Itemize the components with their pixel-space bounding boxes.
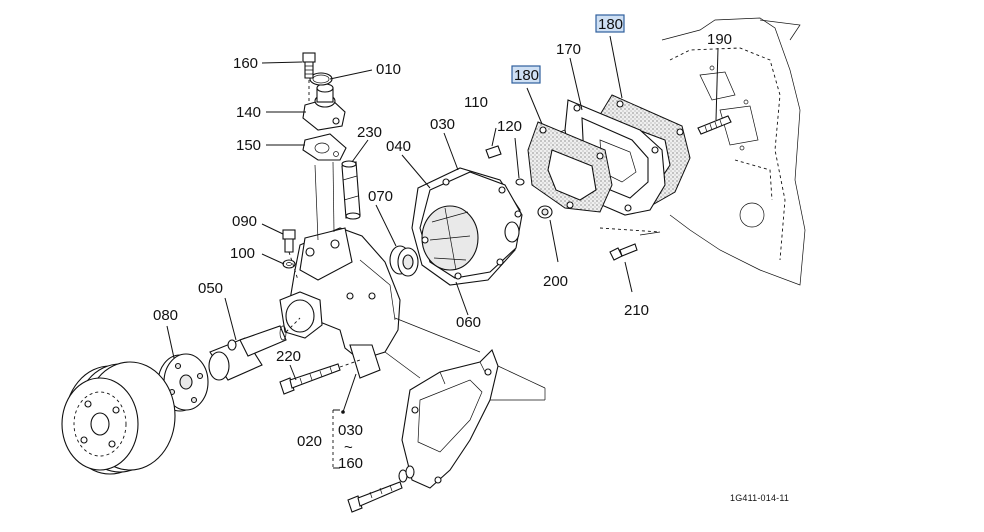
callout-210: 210 <box>624 302 649 319</box>
callout-090: 090 <box>232 213 257 230</box>
callout-170: 170 <box>556 41 581 58</box>
callout-030-range: 030 <box>338 422 363 439</box>
callout-010: 010 <box>376 61 401 78</box>
impeller-040 <box>419 171 523 280</box>
callout-070: 070 <box>368 188 393 205</box>
thermostat-cover-140 <box>302 83 346 131</box>
range-tilde: ~ <box>344 439 353 456</box>
callout-150: 150 <box>236 137 261 154</box>
callout-160-range: 160 <box>338 455 363 472</box>
bolt-160 <box>302 52 316 79</box>
callout-180-top-highlight <box>595 14 625 33</box>
bracket <box>401 349 499 489</box>
engine-block <box>661 17 806 286</box>
callout-190: 190 <box>707 31 732 48</box>
callout-180-left-highlight <box>511 65 541 84</box>
callout-030: 030 <box>430 116 455 133</box>
callout-050: 050 <box>198 280 223 297</box>
gasket-150 <box>302 133 347 161</box>
bolt-120 <box>514 137 525 186</box>
bolt-090 <box>282 229 296 253</box>
callout-220: 220 <box>276 348 301 365</box>
bolt-220 <box>279 363 341 395</box>
callout-080: 080 <box>153 307 178 324</box>
stud-190 <box>697 47 732 135</box>
leader-lines <box>166 35 623 381</box>
gasket-180-front <box>527 121 613 213</box>
callout-180-top: 180 <box>598 16 623 33</box>
callout-200: 200 <box>543 273 568 290</box>
water-pump-housing <box>279 227 401 379</box>
pipe-230 <box>341 160 361 220</box>
bolt-110 <box>485 127 502 159</box>
callout-020: 020 <box>297 433 322 450</box>
seal-070 <box>389 245 419 277</box>
callout-040: 040 <box>386 138 411 155</box>
callout-160: 160 <box>233 55 258 72</box>
drawing-reference: 1G411-014-11 <box>730 493 789 503</box>
callout-120: 120 <box>497 118 522 135</box>
bolt-210 <box>609 243 638 261</box>
shaft-bearing-050 <box>208 325 287 381</box>
callout-230: 230 <box>357 124 382 141</box>
callout-100: 100 <box>230 245 255 262</box>
range-bracket <box>332 373 357 469</box>
bracket-bolt <box>347 465 415 513</box>
callout-110: 110 <box>464 94 488 111</box>
callout-180-left: 180 <box>514 67 539 84</box>
pulley <box>61 361 176 475</box>
plug-200 <box>537 205 553 219</box>
callout-140: 140 <box>236 104 261 121</box>
callout-060: 060 <box>456 314 481 331</box>
